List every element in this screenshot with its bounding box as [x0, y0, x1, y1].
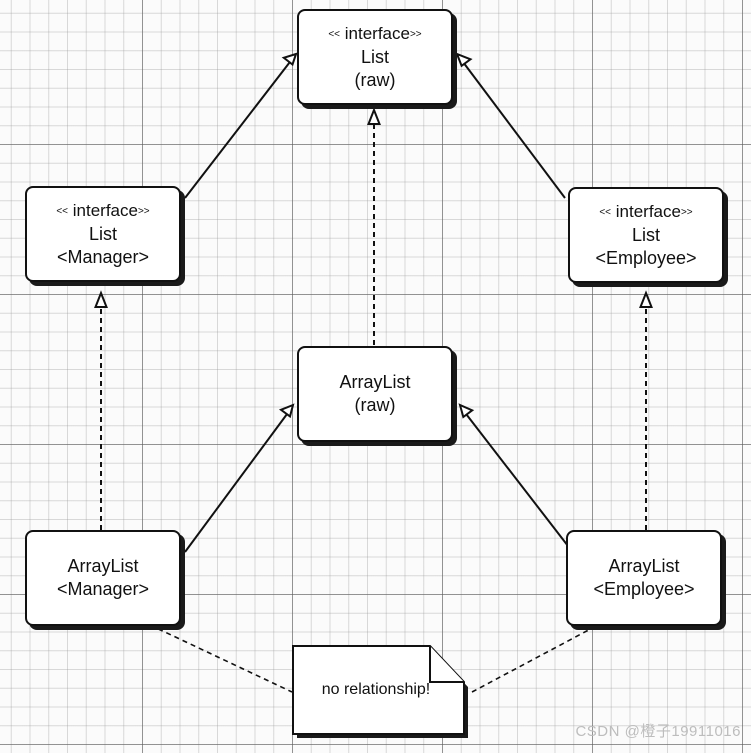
stereotype-label: << interface>>	[328, 23, 422, 43]
type-parameter: <Manager>	[56, 246, 150, 267]
arrowhead-hollow	[639, 290, 653, 308]
note-no-relationship: no relationship!	[292, 645, 472, 740]
type-parameter: <Manager>	[56, 579, 150, 599]
class-name: ArrayList	[67, 556, 139, 576]
class-arraylist-raw-box: ArrayList (raw)	[297, 346, 453, 442]
interface-list-raw-box: << interface>> List (raw)	[297, 9, 453, 105]
note-text: no relationship!	[321, 681, 431, 698]
class-name: List	[360, 46, 389, 67]
class-name: List	[88, 223, 117, 244]
class-name: ArrayList	[608, 556, 680, 576]
arrowhead-hollow	[281, 52, 298, 67]
watermark: CSDN @橙子19911016	[575, 723, 741, 740]
class-name: List	[631, 224, 660, 245]
note-shape	[292, 645, 468, 738]
extends-edge-list-employee-to-list-raw	[459, 57, 566, 199]
type-parameter: (raw)	[354, 69, 396, 90]
arrowhead-hollow	[455, 52, 473, 68]
extends-edge-list-manager-to-list-raw	[184, 57, 294, 199]
note-folded-corner	[429, 646, 464, 683]
type-parameter: <Employee>	[593, 579, 695, 599]
class-arraylist-manager-box: ArrayList <Manager>	[25, 530, 181, 626]
stereotype-label: << interface>>	[599, 201, 693, 221]
type-parameter: (raw)	[354, 395, 396, 415]
note-anchor-left	[149, 624, 293, 693]
extends-edge-arraylist-employee-to-arraylist-raw	[462, 409, 569, 547]
arrowhead-hollow	[367, 107, 381, 125]
stereotype-label: << interface>>	[56, 200, 150, 220]
class-arraylist-employee-box: ArrayList <Employee>	[566, 530, 722, 626]
type-parameter: <Employee>	[595, 247, 697, 268]
arrowhead-hollow	[94, 290, 108, 308]
interface-list-manager-box: << interface>> List <Manager>	[25, 186, 181, 282]
arrowhead-hollow	[278, 403, 295, 419]
arrowhead-hollow	[458, 403, 475, 419]
interface-list-employee-box: << interface>> List <Employee>	[568, 187, 724, 283]
class-name: ArrayList	[339, 372, 411, 392]
note-anchor-right	[471, 624, 599, 693]
extends-edge-arraylist-manager-to-arraylist-raw	[184, 409, 291, 553]
